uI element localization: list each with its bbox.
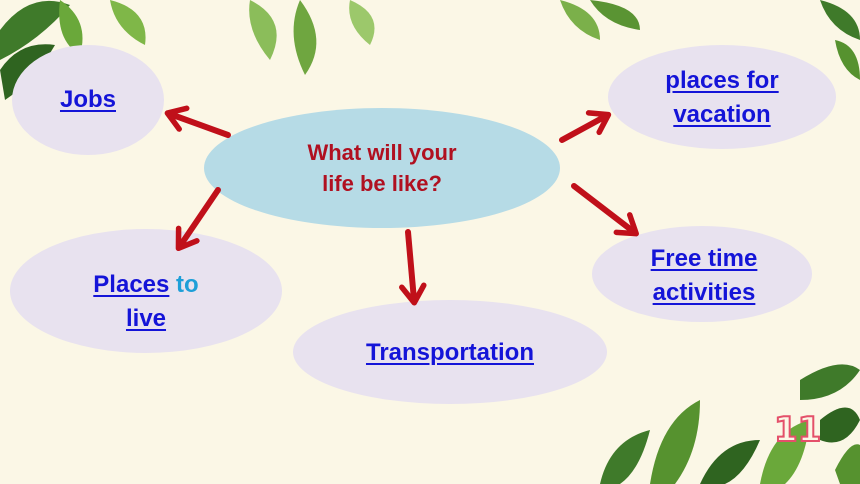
topic-places-word2: to: [176, 271, 199, 298]
bubble-vacation: [608, 45, 836, 149]
bubble-transport: [293, 300, 607, 404]
bubble-jobs: [12, 45, 164, 155]
topic-transport-link[interactable]: Transportation: [365, 339, 534, 366]
topic-vacation-line2[interactable]: vacation: [673, 101, 771, 128]
arrow-to-places: [175, 187, 221, 252]
topic-freetime-line2[interactable]: activities: [652, 279, 756, 306]
center-question-line1: What will your: [307, 140, 457, 165]
topic-transport[interactable]: Transportation: [320, 330, 580, 376]
arrow-to-vacation: [559, 110, 612, 143]
topic-places-line1: Places to: [93, 268, 198, 302]
center-node-bubble: [204, 108, 560, 228]
topic-vacation[interactable]: places for vacation: [612, 64, 832, 132]
topic-jobs[interactable]: Jobs: [20, 72, 156, 128]
arrow-to-transport: [399, 229, 427, 306]
topic-places-line2[interactable]: live: [125, 305, 167, 332]
leaf-cluster-top-right-icon: [820, 0, 860, 80]
leaf-cluster-bottom-right-icon: [600, 364, 860, 484]
center-question-line2: life be like?: [322, 171, 442, 196]
center-question: What will your life be like?: [232, 122, 532, 214]
page-number: 11: [773, 409, 822, 451]
topic-jobs-link[interactable]: Jobs: [59, 86, 116, 113]
topic-places-word1[interactable]: Places: [93, 271, 170, 298]
arrow-to-freetime: [571, 183, 639, 237]
topic-vacation-line1[interactable]: places for: [665, 67, 779, 94]
leaf-cluster-top-icon: [249, 0, 640, 75]
arrow-to-jobs: [164, 105, 231, 138]
topic-freetime[interactable]: Free time activities: [606, 243, 802, 309]
bubble-places: [10, 229, 282, 353]
bubble-freetime: [592, 226, 812, 322]
topic-places[interactable]: Places to live: [40, 266, 252, 338]
topic-freetime-line1[interactable]: Free time: [650, 245, 758, 272]
